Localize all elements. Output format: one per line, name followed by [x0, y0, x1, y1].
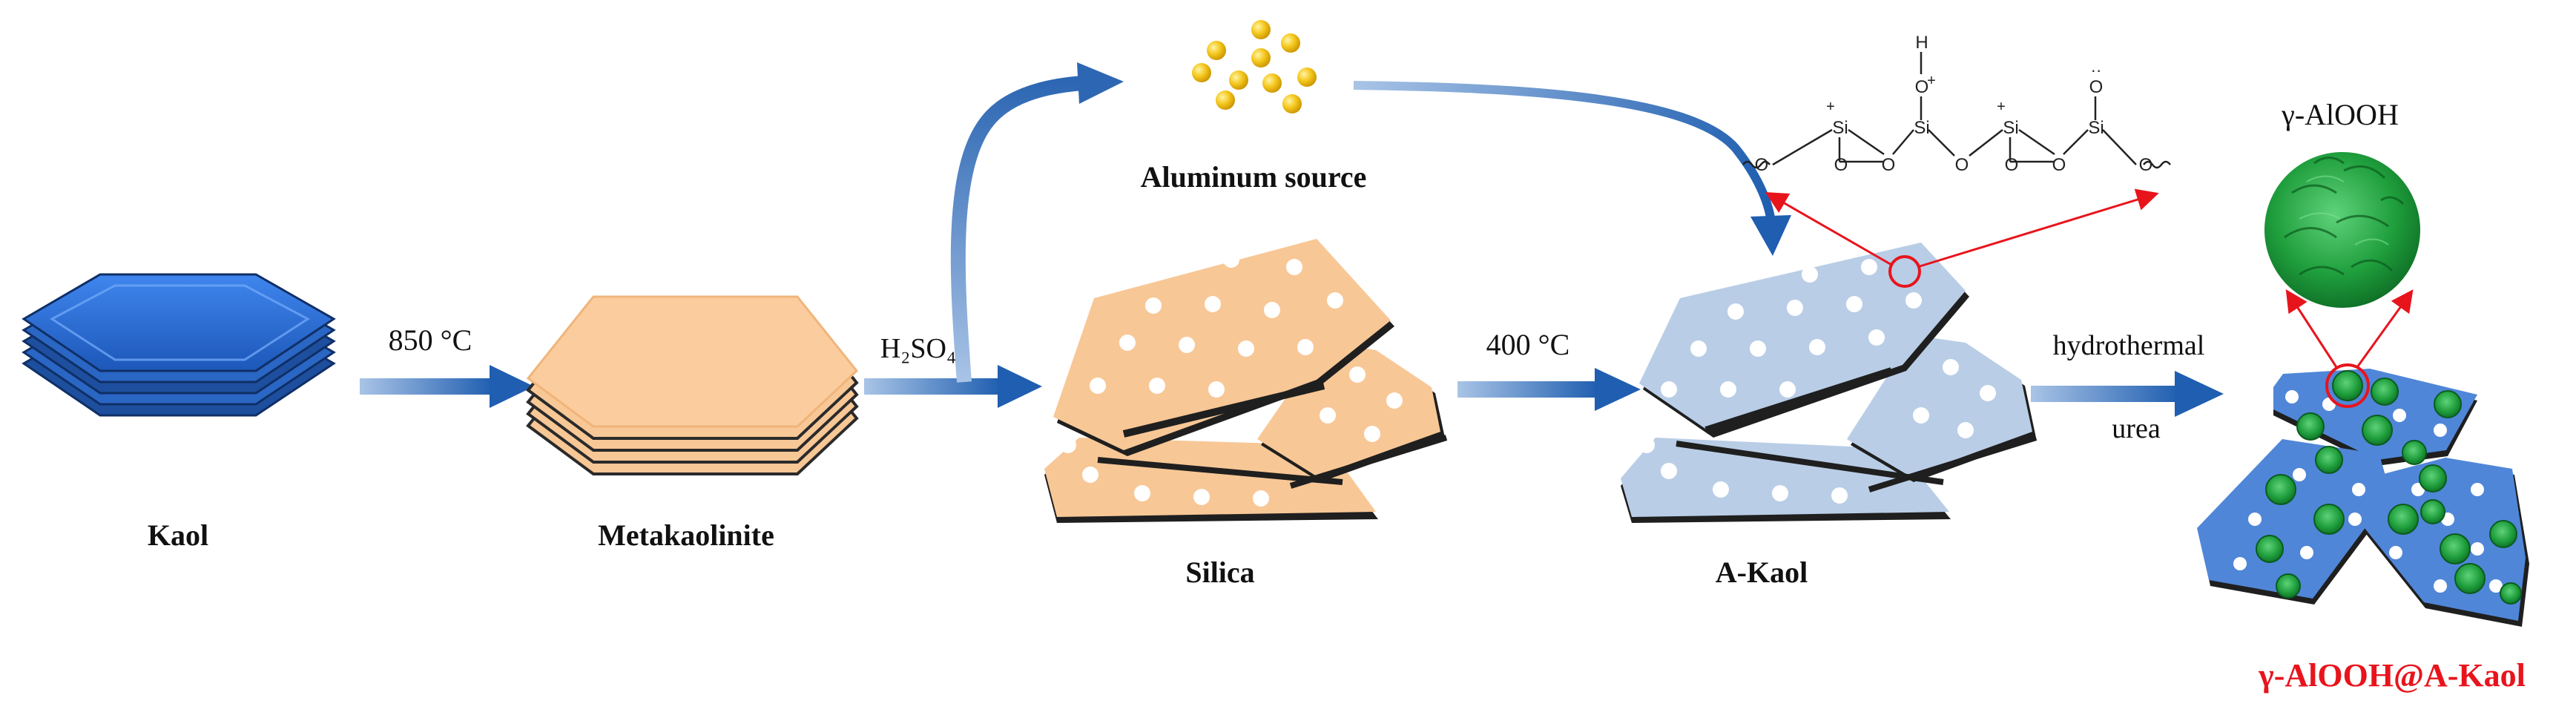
svg-text:Si: Si — [2003, 118, 2018, 138]
arrow-step2 — [864, 62, 1124, 408]
kaol-stack — [22, 273, 336, 417]
step2-condition: H₂SO₄ — [880, 333, 957, 364]
silica-pores — [1060, 251, 1403, 507]
svg-text:O: O — [2005, 155, 2019, 175]
svg-text:O: O — [1955, 155, 1969, 175]
akaol-pores — [1638, 259, 1996, 504]
svg-text:O: O — [1834, 155, 1848, 175]
silicate-atoms: O Si + O O Si O + H O Si + O O Si O ·· O — [1755, 33, 2153, 175]
akaol-sheet-bottom — [1621, 438, 1951, 523]
arrow-step4 — [2031, 371, 2224, 417]
arrow-aluminum-to-akaol — [1353, 81, 1791, 256]
step4-condition-top: hydrothermal — [2053, 330, 2205, 361]
aluminum-source-label: Aluminum source — [1141, 160, 1367, 194]
step4-condition-bottom: urea — [2112, 413, 2161, 444]
arrow-step1 — [360, 365, 534, 408]
svg-text:O: O — [1755, 155, 1769, 175]
svg-text:Si: Si — [1914, 118, 1929, 138]
silica-sheet-top — [1053, 239, 1394, 456]
svg-text:O: O — [2139, 155, 2153, 175]
svg-text:O: O — [2089, 77, 2104, 97]
product-label: γ-AlOOH@A-Kaol — [2258, 657, 2526, 694]
akaol-sheets — [1621, 243, 2038, 523]
akaol-zoom-callout — [1765, 188, 2159, 288]
akaol-highlight-circle — [1888, 255, 1921, 288]
svg-text:+: + — [1997, 99, 2006, 115]
arrow-step3 — [1457, 368, 1641, 411]
silicate-structure — [1742, 52, 2171, 169]
alooh-label: γ-AlOOH — [2281, 98, 2399, 131]
svg-text:H: H — [1915, 33, 1928, 53]
kaol-label: Kaol — [148, 518, 208, 552]
composite-pores — [2233, 390, 2503, 593]
svg-text:Si: Si — [2088, 118, 2104, 138]
composite-sheet-left — [2197, 439, 2392, 605]
alooh-flower — [2264, 152, 2420, 308]
step3-condition: 400 °C — [1486, 328, 1570, 361]
metakaolinite-label: Metakaolinite — [598, 518, 774, 552]
svg-text:O: O — [1882, 155, 1896, 175]
svg-text:··: ·· — [2091, 61, 2102, 79]
step1-condition: 850 °C — [389, 323, 472, 357]
composite-alooh-particles — [2256, 370, 2522, 605]
svg-text:O: O — [2052, 155, 2066, 175]
akaol-label: A-Kaol — [1716, 556, 1808, 589]
aluminum-source-particles — [1192, 20, 1317, 113]
metakaolinite-stack — [526, 295, 859, 475]
svg-text:+: + — [1927, 73, 1936, 89]
silica-label: Silica — [1185, 556, 1254, 589]
silica-sheets — [1044, 239, 1448, 523]
svg-text:O: O — [1915, 77, 1929, 97]
composite-highlight-circle — [2325, 363, 2370, 408]
svg-text:+: + — [1826, 99, 1835, 115]
composite-sheets — [2197, 289, 2529, 627]
svg-text:Si: Si — [1832, 118, 1848, 138]
